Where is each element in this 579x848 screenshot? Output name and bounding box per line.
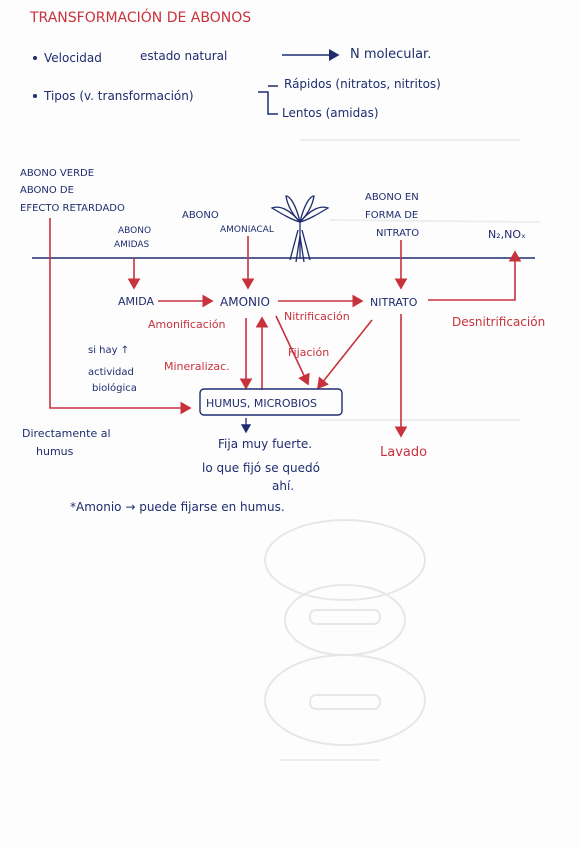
humus-label: HUMUS, MICROBIOS <box>206 397 317 410</box>
verde-to-humus-arrow <box>49 218 192 415</box>
tipos-lentos: Lentos (amidas) <box>282 106 379 120</box>
abono-verde-line3: EFECTO RETARDADO <box>20 203 125 214</box>
fijacion-label: Fijación <box>288 346 329 359</box>
queda-line2: ahí. <box>272 479 294 493</box>
queda-line1: lo que fijó se quedó <box>202 461 320 475</box>
nota-amonio: *Amonio → puede fijarse en humus. <box>70 500 285 514</box>
abono-amidas-line2: AMIDAS <box>114 240 150 250</box>
lavado-label: Lavado <box>380 445 427 460</box>
abono-amidas-line1: ABONO <box>118 226 151 236</box>
nitrificacion-label: Nitrificación <box>284 310 350 323</box>
desnitrificacion-label: Desnitrificación <box>452 315 545 329</box>
tipos-label: Tipos (v. transformación) <box>43 89 194 103</box>
mineralizac-label: Mineralizac. <box>164 360 230 373</box>
abono-nitrato-line2: FORMA DE <box>365 210 418 221</box>
velocidad-from: estado natural <box>140 49 227 63</box>
abono-verde-line1: ABONO VERDE <box>20 168 94 179</box>
gases-label: N₂,NOₓ <box>488 228 526 241</box>
nitrato-to-humus-arrow <box>317 319 373 390</box>
abono-amoniacal-line1: ABONO <box>182 210 219 221</box>
abono-amoniacal-line2: AMONIACAL <box>220 225 274 235</box>
directamente-line2: humus <box>36 445 74 458</box>
page-title: TRANSFORMACIÓN DE ABONOS <box>29 8 251 26</box>
amonio-label: AMONIO <box>220 295 270 309</box>
abono-verde-line2: ABONO DE <box>20 185 74 196</box>
abono-nitrato-line3: NITRATO <box>376 228 419 239</box>
humus-box <box>199 388 343 416</box>
velocidad-label: Velocidad <box>44 51 102 65</box>
bleed-through <box>264 139 541 761</box>
directamente-line1: Directamente al <box>22 427 111 440</box>
actividad-line3: biológica <box>92 382 137 394</box>
amida-label: AMIDA <box>118 295 155 308</box>
bullet-dot <box>33 94 37 98</box>
amonificacion-label: Amonificación <box>148 318 226 331</box>
actividad-line1: si hay ↑ <box>88 345 129 356</box>
bullet-dot <box>33 56 37 60</box>
fijacion-arrow <box>275 315 310 386</box>
denitrification-up-arrow <box>428 250 522 301</box>
nitrato-label: NITRATO <box>370 296 418 309</box>
plant-icon <box>270 195 330 263</box>
fija-text: Fija muy fuerte. <box>218 437 312 451</box>
actividad-line2: actividad <box>88 367 134 378</box>
velocidad-to: N molecular. <box>350 47 431 62</box>
tipos-bracket <box>258 91 278 115</box>
abono-nitrato-line1: ABONO EN <box>365 192 419 203</box>
tipos-rapidos: Rápidos (nitratos, nitritos) <box>284 77 441 91</box>
